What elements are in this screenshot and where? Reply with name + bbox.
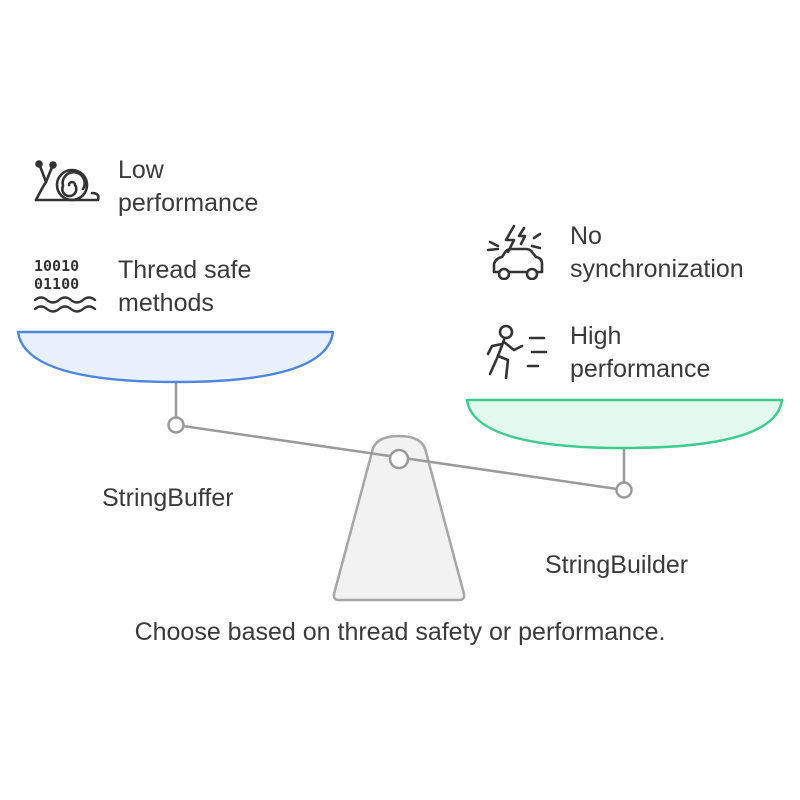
binary-line: 01100	[34, 275, 79, 293]
right-hanger-ring	[615, 481, 633, 499]
binary-line: 10010	[34, 258, 79, 275]
right-pan	[465, 398, 784, 450]
stringbuffer-label: StringBuffer	[102, 484, 234, 512]
feature-label: No synchronization	[570, 222, 744, 283]
running-person-icon	[486, 324, 548, 380]
caption: Choose based on thread safety or perform…	[134, 618, 666, 646]
left-pan	[16, 330, 335, 384]
feature-high-performance: High performance	[484, 322, 710, 386]
feature-low-performance: Low performance	[32, 156, 258, 220]
feature-thread-safe-methods: 10010 01100 Thread safe methods	[32, 256, 251, 320]
stringbuilder-label: StringBuilder	[545, 551, 689, 579]
feature-no-synchronization: No synchronization	[484, 222, 744, 286]
pivot	[388, 448, 410, 470]
left-hanger-ring	[167, 416, 185, 434]
feature-label: High performance	[570, 322, 711, 383]
snail-icon	[34, 160, 100, 202]
car-crash-icon	[486, 224, 544, 280]
fulcrum	[332, 434, 466, 602]
binary-data-icon: 10010 01100	[33, 258, 97, 313]
feature-label: Low performance	[118, 156, 259, 217]
feature-label: Thread safe methods	[118, 256, 252, 317]
